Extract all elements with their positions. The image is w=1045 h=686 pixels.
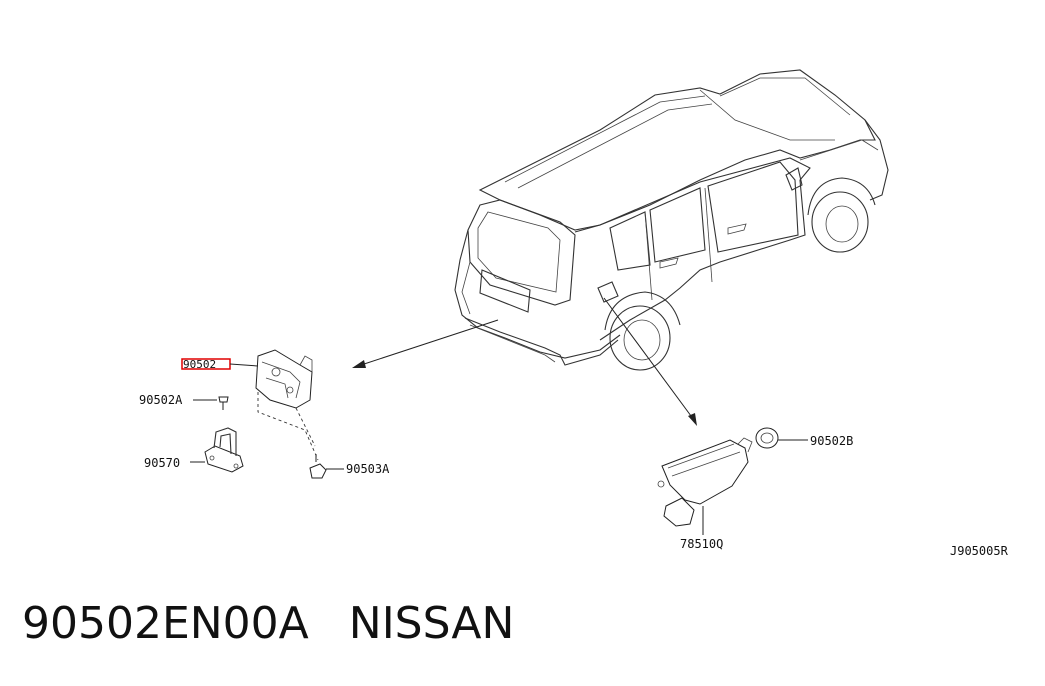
arrowhead-down (688, 413, 697, 426)
label-90502: 90502 (183, 358, 216, 371)
arrowhead-left (352, 360, 366, 368)
lock-assembly-part (255, 349, 319, 461)
vehicle-illustration (454, 69, 889, 371)
part-number: 90502EN00A (22, 598, 309, 649)
screw-part-90502A (193, 396, 229, 410)
arrow-to-sensor (603, 297, 695, 421)
label-90502A: 90502A (139, 393, 183, 407)
sensor-part-78510Q (657, 437, 753, 535)
leader-arrows (352, 297, 697, 426)
bolt-part-90503A (309, 454, 344, 479)
grommet-part-90502B (755, 427, 808, 449)
striker-part-90570 (190, 427, 244, 473)
label-90570: 90570 (144, 456, 180, 470)
label-90502B: 90502B (810, 434, 853, 448)
diagram-code: J905005R (950, 544, 1009, 558)
brand-name: NISSAN (348, 598, 515, 649)
arrow-to-lock-assembly (357, 319, 499, 367)
leader-90502 (229, 363, 259, 367)
part-caption: 90502EN00A NISSAN (22, 598, 514, 649)
label-90503A: 90503A (346, 462, 390, 476)
label-78510Q: 78510Q (680, 537, 723, 551)
